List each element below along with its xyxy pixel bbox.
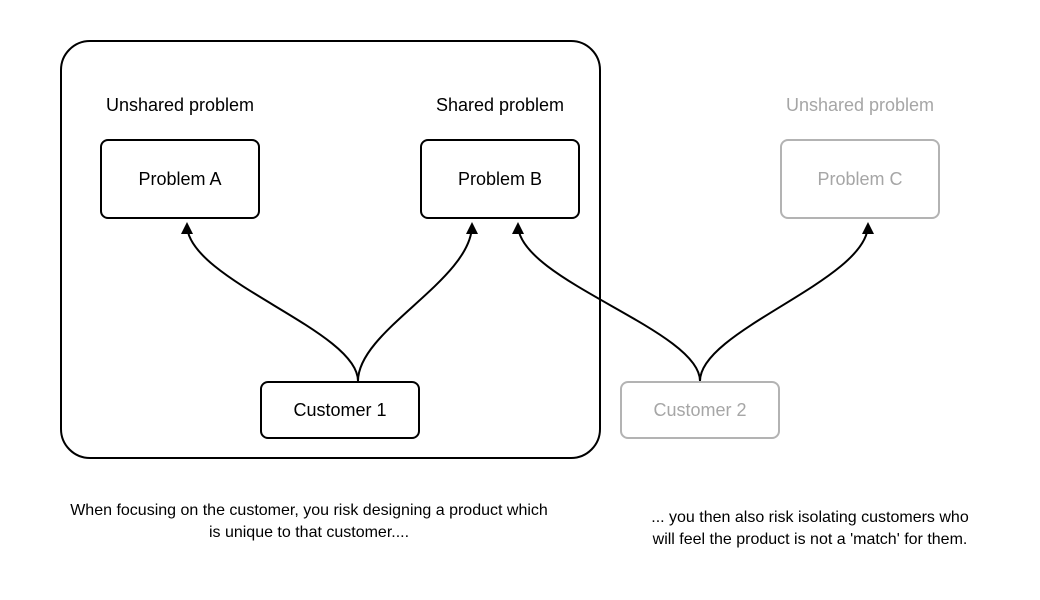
node-customer-2: Customer 2	[620, 381, 780, 439]
arrow-customer2-to-problem-c	[699, 222, 874, 382]
caption-left-line2: is unique to that customer....	[208, 524, 410, 541]
group-label-unshared-left: Unshared problem	[105, 95, 255, 115]
node-problem-a: Problem A	[100, 139, 260, 219]
customer1-scope-container	[60, 40, 601, 459]
group-label-unshared-right: Unshared problem	[785, 95, 935, 115]
node-customer-1: Customer 1	[260, 381, 420, 439]
node-problem-c: Problem C	[780, 139, 940, 219]
caption-left: When focusing on the customer, you risk …	[29, 500, 589, 544]
caption-right: ... you then also risk isolating custome…	[620, 507, 1000, 551]
caption-right-line2: will feel the product is not a 'match' f…	[652, 531, 968, 548]
group-label-shared: Shared problem	[435, 95, 565, 115]
caption-right-line1: ... you then also risk isolating custome…	[651, 509, 969, 526]
node-problem-b: Problem B	[420, 139, 580, 219]
caption-left-line1: When focusing on the customer, you risk …	[70, 502, 548, 519]
